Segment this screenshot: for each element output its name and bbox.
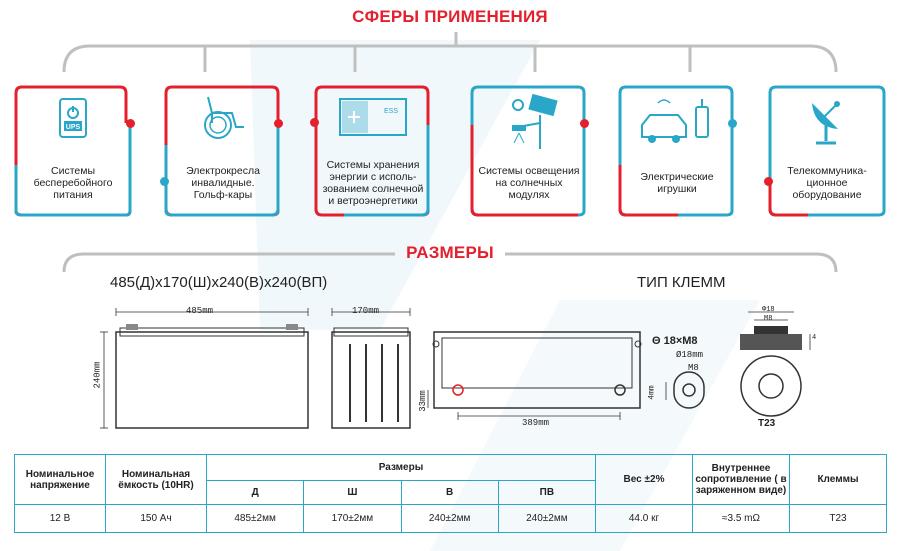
card-wheelchair: Электрокресла инвалидные. Гольф-кары [160,85,283,217]
ups-icon: UPS [59,98,87,138]
connector-dot [126,119,135,128]
satellite-dish-icon [812,101,840,145]
cell-weight: 44.0 кг [595,504,693,533]
cell-resistance: ≈3.5 mΩ [692,504,790,533]
energy-storage-icon: ESS [339,98,407,136]
size-text: 485(Д)x170(Ш)x240(В)x240(ВП) [110,274,328,291]
card-telecom: Телекоммуника- ционное оборудование [764,85,886,217]
connector-dot [310,118,319,127]
card-line: оборудование [792,189,862,201]
ups-text: UPS [66,124,81,131]
card-frame [470,85,586,217]
cell-d: 485±2мм [205,504,305,533]
card-line: и ветроэнергетики [328,195,418,207]
diameter-label: Ø18mm [676,350,704,360]
card-frame [164,85,280,217]
battery-side-view [331,308,411,429]
card-electric-toys: Электрические игрушки [618,85,737,217]
applications-bracket [62,32,838,73]
header-sizes: Размеры [206,454,596,481]
terminal-type-title: ТИП КЛЕММ [637,274,726,291]
length-label: 485mm [186,306,214,316]
cell-w: 170±2мм [303,504,402,533]
header-resistance: Внутреннее сопротивление ( в заряженном … [692,454,790,505]
card-frame [14,85,132,217]
connector-dot [274,119,283,128]
cell-th: 240±2мм [497,504,597,533]
card-line: Системы освещения [478,165,580,177]
card-energy-storage: ESS Системы хранения энергии с исполь- з… [310,85,432,217]
applications-title: СФЕРЫ ПРИМЕНЕНИЯ [352,7,548,26]
terminal-bolt-icon [665,371,705,409]
table-row: 12 В 150 Ач 485±2мм 170±2мм 240±2мм 240±… [14,504,887,533]
cell-capacity: 150 Ач [105,504,207,533]
connector-dot [160,177,169,186]
thread-label: M8 [688,363,699,373]
width-label: 170mm [352,306,380,316]
card-line: Телекоммуника- [787,165,867,177]
ess-text: ESS [384,108,398,115]
thickness-label: 4mm [647,385,657,400]
card-line: ционное [806,177,848,189]
t23-label: T23 [758,418,776,429]
card-line: Электрические [640,171,714,183]
cell-voltage: 12 В [14,504,106,533]
card-line: модулях [508,189,550,201]
dimensions-bracket [62,252,838,273]
header-d: Д [205,480,305,505]
battery-front-view [100,308,309,429]
header-weight: Вес ±2% [595,454,693,505]
bolt-label: Θ 18×M8 [652,335,698,347]
card-line: энергии с исполь- [329,171,417,183]
card-line: Гольф-кары [193,189,253,201]
card-ups: UPS Системы бесперебойного питания [14,85,135,217]
spec-table: Номинальное напряжение Номинальная ёмкос… [14,454,887,533]
header-h: В [400,480,499,505]
dimensions-title: РАЗМЕРЫ [406,243,494,262]
battery-top-view [427,331,642,420]
card-frame [768,85,886,217]
connector-dot [728,119,737,128]
solar-lamp-icon [512,93,558,149]
card-frame [314,85,430,217]
header-th: ПВ [497,480,597,505]
card-line: на солнечных [495,177,563,189]
card-line: Системы [51,165,95,177]
t23-h-label: 4 [812,334,817,342]
card-line: бесперебойного [33,177,113,189]
header-w: Ш [303,480,402,505]
t23-phi-label: Φ18 [762,306,775,314]
card-frame [618,85,734,217]
terminal-spacing-label: 389mm [522,418,550,428]
height-label: 240mm [92,361,103,389]
wheelchair-icon [204,96,244,139]
t23-m-label: M8 [764,315,773,323]
connector-dot [764,177,773,186]
header-capacity: Номинальная ёмкость (10HR) [105,454,207,505]
header-voltage: Номинальное напряжение [14,454,106,505]
terminal-height-label: 33mm [417,390,428,412]
card-line: питания [53,189,93,201]
card-line: игрушки [657,183,697,195]
electric-toy-icon [641,99,709,143]
cell-h: 240±2мм [400,504,499,533]
t23-terminal-icon [740,311,811,417]
card-line: зованием солнечной [322,183,424,195]
card-line: инвалидные. [191,177,255,189]
header-terminals: Клеммы [789,454,887,505]
cell-terminals: T23 [789,504,887,533]
card-solar-lighting: Системы освещения на солнечных модулях [470,85,589,217]
card-line: Электрокресла [186,165,260,177]
card-line: Системы хранения [326,159,420,171]
connector-dot [580,119,589,128]
